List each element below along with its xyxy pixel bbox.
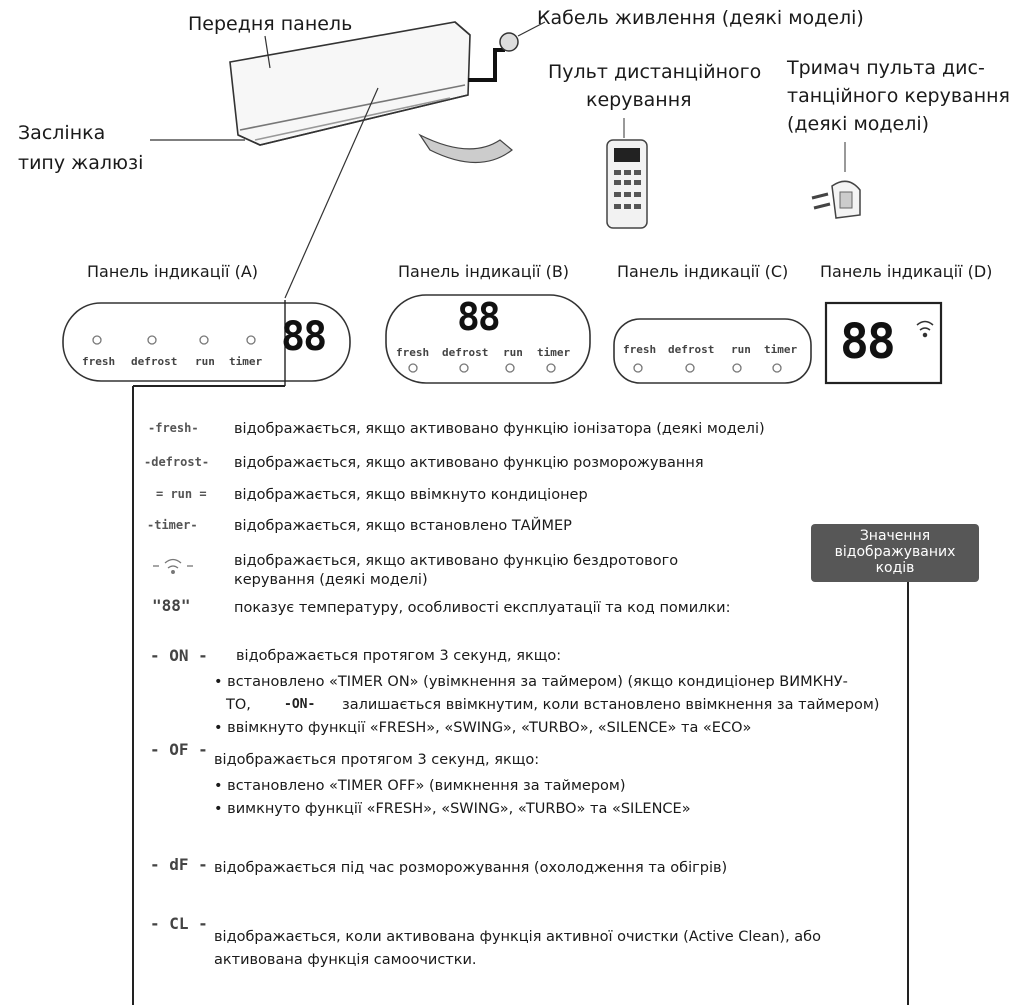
- legend-box: Значення відображуваних кодів: [811, 524, 979, 582]
- panel-c-timer: timer: [764, 343, 798, 356]
- panel-c-fresh: fresh: [623, 343, 657, 356]
- airflow-arrow: [418, 133, 513, 164]
- desc-wifi-2: керування (деякі моделі): [234, 572, 428, 588]
- code-on: - ON -: [150, 646, 208, 665]
- legend-line-2: відображуваних: [834, 544, 956, 560]
- panel-b-run: run: [503, 346, 523, 359]
- legend-line-3: кодів: [875, 560, 915, 576]
- panel-d-title: Панель індикації (D): [820, 262, 993, 281]
- desc-defrost: відображається, якщо активовано функцію …: [234, 455, 704, 471]
- legend-line-1: Значення: [859, 528, 931, 544]
- cl-line-1: відображається, коли активована функція …: [214, 929, 821, 945]
- panel-b-title: Панель індикації (B): [398, 262, 570, 281]
- on-title: відображається протягом 3 секунд, якщо:: [236, 648, 562, 664]
- power-cable: [468, 21, 546, 82]
- panel-a-digits: 88: [281, 314, 327, 360]
- front-panel-label: Передня панель: [188, 13, 353, 35]
- louver-label-2: типу жалюзі: [18, 152, 144, 174]
- of-title: відображається протягом 3 секунд, якщо:: [214, 752, 540, 768]
- panel-d-digits: 88: [840, 314, 896, 370]
- wifi-code-icon: [153, 558, 193, 574]
- remote-label-2: керування: [586, 89, 692, 111]
- panel-a-fresh: fresh: [82, 355, 116, 368]
- remote-holder-drawing: [811, 142, 861, 219]
- panel-a-defrost: defrost: [131, 355, 178, 368]
- desc-fresh: відображається, якщо активовано функцію …: [234, 421, 765, 437]
- holder-label-1: Тримач пульта дис-: [787, 57, 985, 79]
- df-desc: відображається під час розморожування (о…: [214, 860, 728, 876]
- panel-b-fresh: fresh: [396, 346, 430, 359]
- panel-d-frame: [824, 301, 943, 385]
- panel-a-timer: timer: [229, 355, 263, 368]
- on-inline-code: -ON-: [284, 697, 316, 712]
- holder-label-3: (деякі моделі): [787, 113, 930, 135]
- wifi-icon: [916, 320, 934, 338]
- on-bullet-1: • встановлено «TIMER ON» (увімкнення за …: [214, 674, 848, 690]
- holder-label-2: танційного керування: [787, 85, 1010, 107]
- panel-c-frame: [613, 318, 812, 384]
- panel-b-frame: [385, 294, 591, 384]
- remote-label-1: Пульт дистанційного: [548, 61, 762, 83]
- panel-b-digits: 88: [457, 295, 501, 339]
- cl-line-2: активована функція самоочистки.: [214, 952, 477, 968]
- on-bullet-1-pre: ТО,: [226, 697, 251, 713]
- desc-run: відображається, якщо ввімкнуто кондиціон…: [234, 487, 588, 503]
- code-df: - dF -: [150, 855, 208, 874]
- panel-c-run: run: [731, 343, 751, 356]
- on-bullet-1-post: залишається ввімкнутим, коли встановлено…: [342, 697, 880, 713]
- code-run: = run =: [156, 487, 207, 501]
- louver-label-1: Заслінка: [18, 122, 106, 144]
- power-cable-label: Кабель живлення (деякі моделі): [537, 7, 864, 29]
- desc-timer: відображається, якщо встановлено ТАЙМЕР: [234, 518, 572, 534]
- panel-c-title: Панель індикації (C): [617, 262, 789, 281]
- of-bullet-2: • вимкнуто функції «FRESH», «SWING», «TU…: [214, 801, 691, 817]
- code-cl: - CL -: [150, 914, 208, 933]
- code-fresh: -fresh-: [148, 421, 199, 435]
- on-bullet-2: • ввімкнуто функції «FRESH», «SWING», «T…: [214, 720, 752, 736]
- code-defrost: -defrost-: [144, 455, 210, 469]
- code-timer: -timer-: [147, 518, 198, 532]
- desc-wifi-1: відображається, якщо активовано функцію …: [234, 553, 679, 569]
- indoor-unit: [229, 21, 471, 146]
- code-88: "88": [152, 596, 191, 615]
- on-inline-bg: [420, 695, 470, 715]
- remote-control-drawing: [606, 118, 648, 229]
- panel-a-title: Панель індикації (A): [87, 262, 259, 281]
- of-bullet-1: • встановлено «TIMER OFF» (вимкнення за …: [214, 778, 626, 794]
- panel-a-frame: [62, 302, 351, 382]
- desc-88: показує температуру, особливості експлуа…: [234, 600, 731, 616]
- code-of: - OF -: [150, 740, 208, 759]
- panel-c-defrost: defrost: [668, 343, 715, 356]
- panel-a-run: run: [195, 355, 215, 368]
- panel-b-defrost: defrost: [442, 346, 489, 359]
- panel-b-timer: timer: [537, 346, 571, 359]
